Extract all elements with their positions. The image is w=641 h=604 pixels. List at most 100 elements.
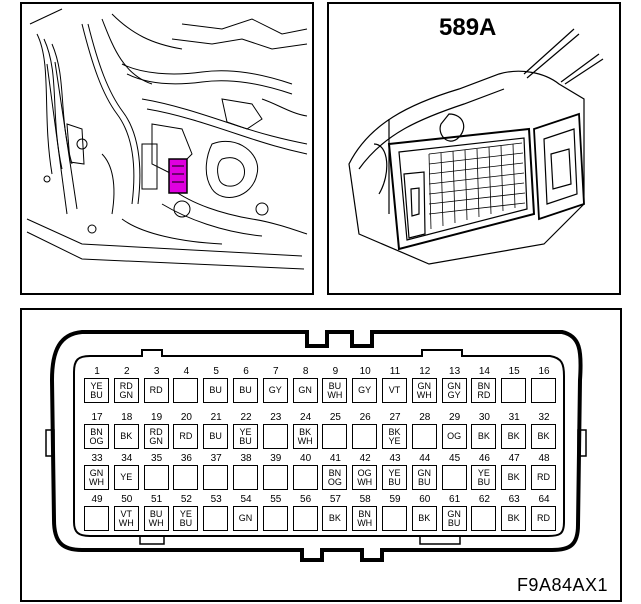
pin-cavity: [441, 465, 467, 490]
pin-number: 21: [210, 412, 222, 423]
pin-cavity: GY: [352, 378, 378, 403]
wire-color-code: GN: [417, 380, 432, 391]
wire-color-code: BK: [418, 513, 431, 523]
pin-cavity: [203, 465, 229, 490]
wire-color-code: RD: [149, 426, 163, 437]
pin-number: 57: [329, 494, 341, 505]
pin-cavity: YE: [113, 465, 139, 490]
pin-cavity: GN: [233, 506, 258, 531]
pin-cavity: [262, 506, 288, 531]
pin-number: 26: [359, 412, 371, 423]
wire-color-code: BN: [90, 426, 103, 437]
wire-color-code: BK: [328, 513, 341, 523]
pin-number: 31: [508, 412, 520, 423]
pin-cavity: BK: [501, 465, 527, 490]
wire-color-code: YE: [388, 435, 401, 446]
wire-color-code: BU: [388, 476, 401, 487]
wire-color-code: BK: [537, 431, 550, 441]
pin-cavity: [84, 506, 109, 531]
pin-cavity: [262, 424, 288, 449]
pin-number: 48: [538, 453, 550, 464]
pin-number: 41: [329, 453, 341, 464]
pin-cavity: [292, 506, 318, 531]
pin-cavity: BU: [233, 378, 258, 403]
wire-color-code: WH: [148, 517, 164, 528]
pin-number: 52: [180, 494, 192, 505]
wire-color-code: BN: [477, 380, 491, 391]
pin-number: 2: [124, 366, 130, 377]
wire-color-code: GY: [268, 385, 282, 395]
wire-color-code: BU: [239, 435, 252, 446]
pin-cavity: GY: [262, 378, 288, 403]
pin-number: 12: [419, 366, 431, 377]
pin-cavity: RD: [531, 506, 556, 531]
pin-number: 9: [332, 366, 339, 377]
pin-cavity: [411, 424, 437, 449]
pin-number: 7: [273, 366, 279, 377]
pin-number: 43: [389, 453, 401, 464]
pin-cavity: RD: [531, 465, 556, 490]
wire-color-code: GN: [298, 385, 312, 395]
pin-number: 44: [419, 453, 431, 464]
pin-number: 25: [329, 412, 341, 423]
pin-number: 63: [508, 494, 520, 505]
wire-color-code: BK: [507, 431, 520, 441]
wire-color-code: BN: [358, 508, 371, 519]
pin-number: 3: [153, 366, 160, 377]
pin-cavity: [173, 465, 199, 490]
wire-color-code: YE: [90, 380, 103, 391]
wire-color-code: OG: [447, 431, 462, 441]
pin-cavity: [382, 506, 407, 531]
pin-cavity: BK: [411, 506, 437, 531]
pin-cavity: [471, 506, 497, 531]
wire-color-code: WH: [327, 389, 343, 400]
pin-cavity: BU: [203, 424, 229, 449]
wire-color-code: WH: [118, 517, 134, 528]
wire-color-code: OG: [357, 467, 372, 478]
pin-number: 37: [210, 453, 222, 464]
pin-number: 42: [359, 453, 371, 464]
wire-color-code: OG: [89, 435, 104, 446]
pin-number: 40: [300, 453, 312, 464]
highlighted-connector-location: [168, 158, 188, 194]
wire-color-code: BK: [388, 426, 401, 437]
pin-cavity: [531, 378, 556, 403]
pin-number: 55: [270, 494, 282, 505]
figure-code: F9A84AX1: [516, 575, 608, 595]
connector-title: 589A: [439, 14, 497, 41]
pin-number: 51: [151, 494, 163, 505]
pin-cavity: BK: [501, 506, 527, 531]
wire-color-code: GN: [119, 389, 134, 400]
wire-color-code: YE: [179, 508, 192, 519]
wire-color-code: WH: [357, 476, 373, 487]
pin-number: 46: [478, 453, 490, 464]
pin-number: 58: [359, 494, 371, 505]
wire-color-code: BU: [418, 476, 431, 487]
wire-color-code: BU: [209, 431, 222, 441]
pin-number: 27: [389, 412, 401, 423]
pin-number: 39: [270, 453, 282, 464]
wire-color-code: GN: [447, 380, 461, 391]
pin-cavity: OG: [441, 424, 467, 449]
wire-color-code: BU: [149, 508, 163, 519]
pin-number: 24: [300, 412, 312, 423]
wire-color-code: YE: [477, 467, 490, 478]
wire-color-code: GY: [447, 389, 461, 400]
wire-color-code: BU: [447, 517, 461, 528]
pin-cavity: BK: [531, 424, 556, 449]
